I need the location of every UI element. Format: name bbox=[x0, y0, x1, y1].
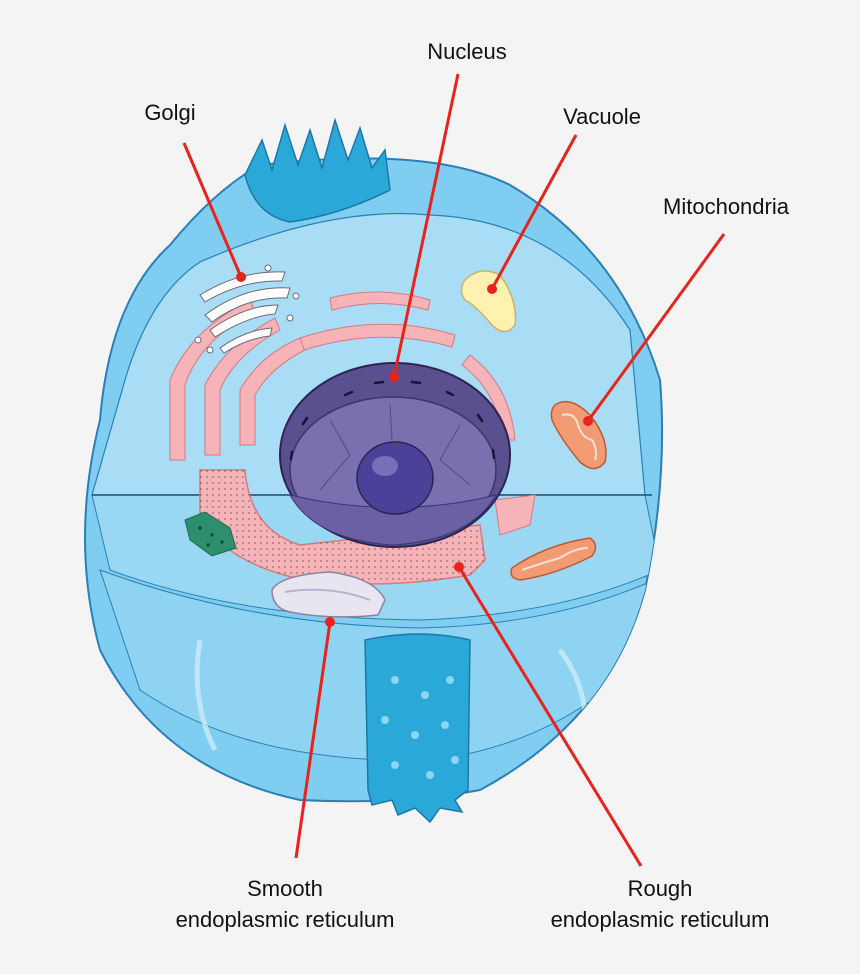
label-smooth-er: Smooth endoplasmic reticulum bbox=[145, 873, 425, 935]
leader-endpoints bbox=[236, 272, 593, 627]
leader-lines bbox=[182, 73, 726, 867]
label-nucleus-text: Nucleus bbox=[427, 39, 507, 64]
mitochondrion-right bbox=[550, 400, 607, 470]
golgi-pointer-dot bbox=[236, 272, 246, 282]
label-rough-er: Rough endoplasmic reticulum bbox=[520, 873, 800, 935]
nucleus-pointer-dot bbox=[389, 372, 399, 382]
label-mitochondria-text: Mitochondria bbox=[663, 194, 789, 219]
label-mitochondria: Mitochondria bbox=[630, 191, 822, 222]
nucleus bbox=[279, 362, 511, 548]
smooth-er-leader-line bbox=[294, 621, 332, 859]
label-vacuole-text: Vacuole bbox=[563, 104, 641, 129]
microvilli-bottom bbox=[364, 633, 471, 824]
mitochondria-pointer-dot bbox=[583, 416, 593, 426]
rough-er-leader-line bbox=[457, 566, 643, 867]
label-smooth-er-line2: endoplasmic reticulum bbox=[175, 907, 395, 932]
golgi bbox=[194, 264, 300, 354]
rough-er-pointer-dot bbox=[454, 562, 464, 572]
label-rough-er-line1: Rough bbox=[627, 876, 693, 901]
golgi-leader-line bbox=[182, 142, 243, 278]
nucleolus bbox=[356, 441, 434, 515]
smooth-er-pointer-dot bbox=[325, 617, 335, 627]
nucleus-leader-line bbox=[392, 73, 460, 378]
label-vacuole: Vacuole bbox=[542, 101, 662, 132]
label-smooth-er-line1: Smooth bbox=[247, 876, 323, 901]
vacuole bbox=[460, 270, 517, 333]
label-nucleus: Nucleus bbox=[407, 36, 527, 67]
label-golgi-text: Golgi bbox=[144, 100, 196, 125]
label-rough-er-line2: endoplasmic reticulum bbox=[550, 907, 770, 932]
smooth-er bbox=[271, 571, 386, 618]
label-golgi: Golgi bbox=[128, 97, 212, 128]
vacuole-pointer-dot bbox=[487, 284, 497, 294]
mitochondrion-lower bbox=[510, 537, 597, 581]
mitochondria-leader-line bbox=[586, 233, 726, 422]
centriole bbox=[184, 511, 237, 557]
rough-er bbox=[169, 291, 536, 585]
vacuole-leader-line bbox=[490, 134, 578, 290]
microvilli-top bbox=[244, 117, 391, 223]
